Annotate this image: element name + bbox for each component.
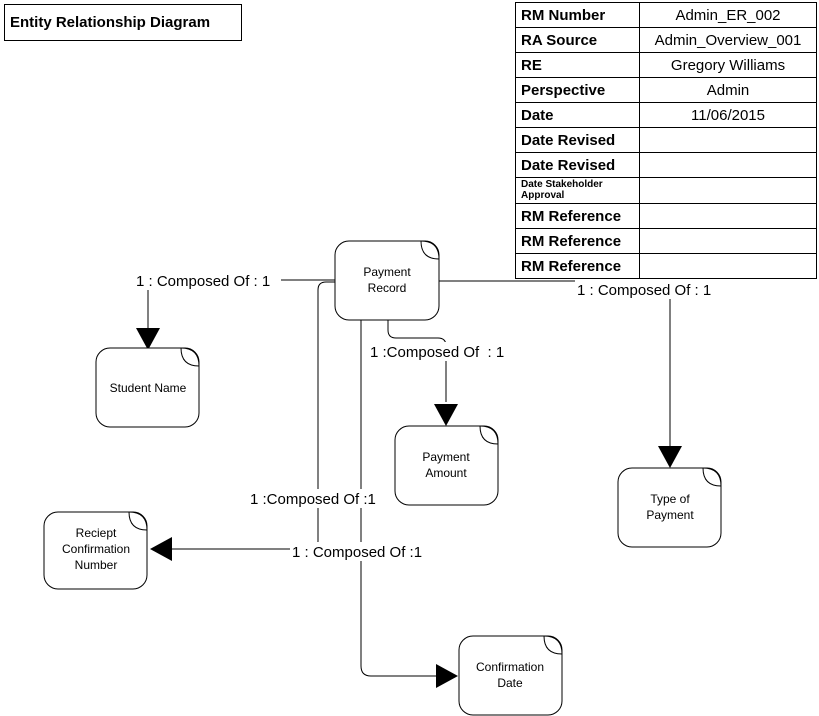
meta-row: Date Revised xyxy=(515,152,817,178)
meta-row: Date Stakeholder Approval xyxy=(515,177,817,204)
entity-label: Payment xyxy=(422,450,470,464)
meta-row: RM Reference xyxy=(515,203,817,229)
arrowhead-receipt-confirmation-number xyxy=(150,537,172,561)
diagram-title: Entity Relationship Diagram xyxy=(4,4,242,41)
entity-label: Amount xyxy=(425,466,467,480)
meta-row: RM Reference xyxy=(515,253,817,279)
meta-value xyxy=(639,253,817,279)
meta-key: RE xyxy=(515,52,640,78)
meta-key: RM Number xyxy=(515,2,640,28)
meta-value: 11/06/2015 xyxy=(639,102,817,128)
meta-value xyxy=(639,127,817,153)
meta-value: Admin_ER_002 xyxy=(639,2,817,28)
entity-type-of-payment: Type of Payment xyxy=(617,467,722,548)
arrowhead-payment-amount xyxy=(434,404,458,426)
meta-value xyxy=(639,152,817,178)
meta-key: Date Revised xyxy=(515,127,640,153)
meta-value xyxy=(639,177,817,204)
entity-student-name: Student Name xyxy=(95,347,200,428)
entity-label: Record xyxy=(368,281,407,295)
relationship-label-confirmation-date: 1 : Composed Of :1 xyxy=(292,544,422,561)
metadata-table: RM Number Admin_ER_002 RA Source Admin_O… xyxy=(515,2,817,279)
entity-label: Type of xyxy=(650,492,690,506)
meta-key: Perspective xyxy=(515,77,640,103)
arrowhead-student-name xyxy=(136,328,160,350)
connector-confirmation-date xyxy=(360,320,436,677)
meta-row: Date Revised xyxy=(515,127,817,153)
meta-key: RM Reference xyxy=(515,253,640,279)
connector-type-of-payment xyxy=(439,280,671,448)
relationship-label-payment-amount: 1 :Composed Of : 1 xyxy=(370,344,504,361)
entity-label: Payment xyxy=(646,508,694,522)
meta-key: RA Source xyxy=(515,27,640,53)
meta-key: Date xyxy=(515,102,640,128)
relationship-label-receipt-confirmation-number: 1 :Composed Of :1 xyxy=(250,491,376,508)
entity-label: Date xyxy=(497,676,523,690)
meta-row: Date 11/06/2015 xyxy=(515,102,817,128)
entity-confirmation-date: Confirmation Date xyxy=(458,635,563,716)
relationship-label-student-name: 1 : Composed Of : 1 xyxy=(136,273,270,290)
entity-receipt-confirmation-number: Reciept Confirmation Number xyxy=(43,511,148,590)
entity-label: Confirmation xyxy=(62,542,130,556)
relationship-label-type-of-payment: 1 : Composed Of : 1 xyxy=(577,282,711,299)
arrowhead-confirmation-date xyxy=(436,664,458,688)
meta-key: Date Revised xyxy=(515,152,640,178)
meta-row: RM Reference xyxy=(515,228,817,254)
entity-label: Student Name xyxy=(110,381,187,395)
entity-payment-record: Payment Record xyxy=(334,240,440,321)
entity-label: Reciept xyxy=(76,526,117,540)
entity-payment-amount: Payment Amount xyxy=(394,425,499,506)
entity-label: Confirmation xyxy=(476,660,544,674)
entity-label: Payment xyxy=(363,265,411,279)
meta-value xyxy=(639,228,817,254)
meta-value: Gregory Williams xyxy=(639,52,817,78)
meta-row: Perspective Admin xyxy=(515,77,817,103)
meta-row: RM Number Admin_ER_002 xyxy=(515,2,817,28)
meta-key: RM Reference xyxy=(515,203,640,229)
arrowhead-type-of-payment xyxy=(658,446,682,468)
meta-value xyxy=(639,203,817,229)
entity-label: Number xyxy=(75,558,118,572)
meta-row: RE Gregory Williams xyxy=(515,52,817,78)
